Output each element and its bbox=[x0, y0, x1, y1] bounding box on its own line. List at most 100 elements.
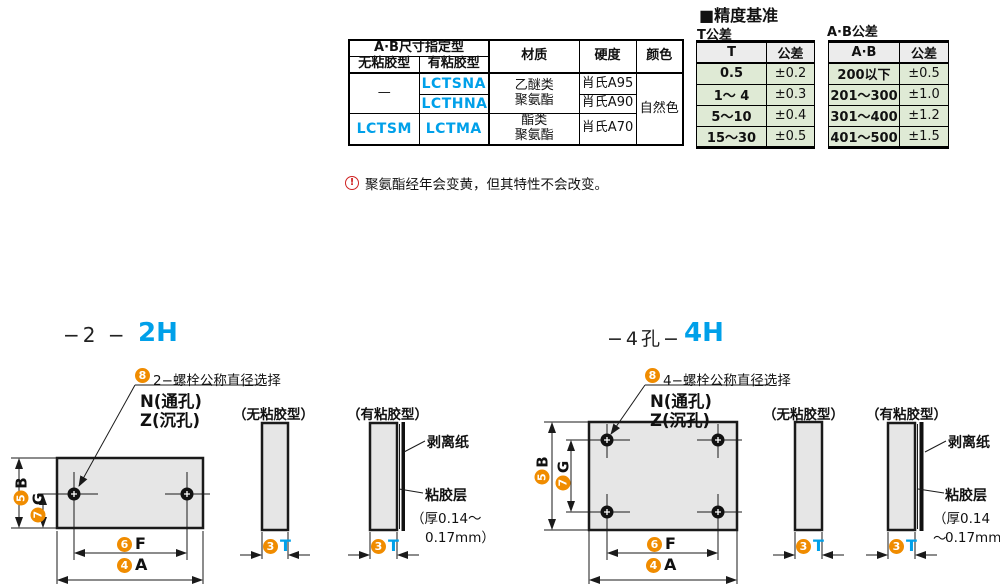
part-number-lctsm: LCTSM bbox=[348, 112, 420, 146]
ab-tol-header: 公差 bbox=[899, 41, 949, 64]
col-hardness: 硬度 bbox=[578, 39, 637, 75]
dim-6-badge: 6 bbox=[647, 537, 662, 552]
thickness-note-line2: 0.17mm） bbox=[425, 530, 495, 546]
dim-4-badge: 4 bbox=[646, 558, 661, 573]
t-range: 0.5 bbox=[696, 62, 767, 85]
adhesive-view-label: （有粘胶型） bbox=[347, 407, 428, 423]
t-value: ±0.3 bbox=[766, 83, 815, 106]
drawing-4h-title-code: 4H bbox=[684, 318, 724, 348]
note-text: 聚氨酯经年会变黄，但其特性不会改变。 bbox=[365, 177, 608, 193]
dim-g-letter: G bbox=[554, 460, 572, 474]
dim-5-badge: 5 bbox=[13, 490, 29, 506]
spec-group-header: A·B尺寸指定型 bbox=[348, 39, 491, 57]
col-no-adhesive: 无粘胶型 bbox=[348, 55, 420, 75]
warning-icon: ! bbox=[345, 176, 359, 190]
cell-dash: — bbox=[348, 72, 420, 114]
dim-3-badge: 3 bbox=[371, 539, 386, 554]
dim-g-letter: G bbox=[29, 492, 47, 506]
t-value: ±0.4 bbox=[766, 104, 815, 127]
sideview-2h-plain bbox=[260, 421, 290, 532]
dim-a-letter: A bbox=[135, 555, 148, 574]
dim-t-letter: T bbox=[813, 536, 824, 555]
ab-range: 301～400 bbox=[828, 104, 900, 127]
dim-f-letter: F bbox=[665, 534, 676, 553]
dim-t-letter: T bbox=[280, 536, 291, 555]
dim-b-letter: B bbox=[533, 456, 551, 468]
dim-3-badge: 3 bbox=[263, 539, 278, 554]
adhesive-view-label: （有粘胶型） bbox=[866, 407, 947, 423]
col-color: 颜色 bbox=[635, 39, 684, 75]
drawing-2h-title-prefix: −2 − bbox=[63, 323, 128, 347]
sideview-4h-adhesive bbox=[886, 421, 917, 532]
t-tolerance-label: T公差 bbox=[697, 28, 732, 43]
bolt-diameter-callout: 2−螺栓公称直径选择 bbox=[153, 373, 281, 389]
t-tolerance-table: T 公差 0.5 ±0.2 1～ 4 ±0.3 5～10 ±0.4 15～30 … bbox=[696, 40, 815, 149]
adhesive-layer-label: 粘胶层 bbox=[945, 488, 987, 504]
ab-value: ±1.5 bbox=[899, 125, 949, 148]
dim-5-badge: 5 bbox=[534, 469, 550, 485]
dim-7-badge: 7 bbox=[30, 507, 46, 523]
ab-col-header: A·B bbox=[828, 41, 900, 64]
table-row: 200以下 ±0.5 bbox=[828, 62, 949, 85]
release-paper-label: 剥离纸 bbox=[948, 435, 990, 451]
release-paper-layer-4h bbox=[919, 422, 924, 531]
sideview-2h-adhesive bbox=[368, 421, 399, 532]
part-number-lctsna: LCTSNA bbox=[418, 72, 491, 95]
thickness-note-line2: 0.17mm） bbox=[945, 530, 1000, 546]
through-hole-option: N(通孔) bbox=[140, 392, 202, 411]
table-row: 15～30 ±0.5 bbox=[696, 125, 815, 148]
drawing-4h-lines bbox=[544, 384, 947, 584]
drawing-2h-lines bbox=[11, 384, 426, 584]
release-paper-layer-2h bbox=[401, 422, 405, 531]
yellowing-note: ! 聚氨酯经年会变黄，但其特性不会改变。 bbox=[345, 173, 608, 193]
dim-g-label: 7 G bbox=[554, 460, 572, 492]
ab-value: ±1.0 bbox=[899, 83, 949, 106]
col-adhesive: 有粘胶型 bbox=[418, 55, 491, 75]
dim-3-badge: 3 bbox=[796, 539, 811, 554]
part-number-lctma: LCTMA bbox=[418, 112, 491, 146]
t-range: 1～ 4 bbox=[696, 83, 767, 106]
callout-8-badge: 8 bbox=[135, 368, 150, 383]
t-tol-header: 公差 bbox=[766, 41, 815, 64]
dim-3-badge: 3 bbox=[889, 539, 904, 554]
cell-color-natural: 自然色 bbox=[635, 72, 684, 146]
sideview-4h-plain bbox=[793, 420, 824, 532]
dim-7-badge: 7 bbox=[555, 475, 571, 491]
cell-hardness-a95: 肖氏A95 bbox=[578, 72, 637, 95]
counterbore-option: Z(沉孔) bbox=[650, 411, 711, 430]
table-row: 0.5 ±0.2 bbox=[696, 62, 815, 85]
col-material: 材质 bbox=[488, 39, 580, 75]
dim-b-label: 5 B bbox=[533, 455, 551, 487]
dim-f-letter: F bbox=[135, 534, 146, 553]
t-value: ±0.5 bbox=[766, 125, 815, 148]
drawing-4h-title-prefix: −4孔− bbox=[607, 328, 682, 350]
material-spec-table: A·B尺寸指定型 材质 硬度 颜色 无粘胶型 有粘胶型 — LCTSNA 乙醚类… bbox=[348, 39, 685, 146]
callout-8-badge: 8 bbox=[645, 368, 660, 383]
release-paper-label: 剥离纸 bbox=[427, 435, 469, 451]
ab-range: 201～300 bbox=[828, 83, 900, 106]
table-row: 201～300 ±1.0 bbox=[828, 83, 949, 106]
cell-hardness-a90: 肖氏A90 bbox=[578, 93, 637, 114]
dim-4-badge: 4 bbox=[117, 558, 132, 573]
ab-value: ±0.5 bbox=[899, 62, 949, 85]
t-range: 15～30 bbox=[696, 125, 767, 148]
thickness-note-line1: （厚0.14～ bbox=[411, 511, 482, 527]
ab-range: 200以下 bbox=[828, 62, 900, 85]
dim-6-badge: 6 bbox=[117, 537, 132, 552]
dim-a-letter: A bbox=[664, 555, 677, 574]
table-row: 301～400 ±1.2 bbox=[828, 104, 949, 127]
cell-material-ester: 酯类 聚氨酯 bbox=[488, 112, 580, 146]
t-range: 5～10 bbox=[696, 104, 767, 127]
t-value: ±0.2 bbox=[766, 62, 815, 85]
accuracy-heading: ■精度基准 bbox=[699, 6, 779, 25]
part-number-lcthna: LCTHNA bbox=[418, 93, 491, 114]
adhesive-layer-label: 粘胶层 bbox=[425, 488, 467, 504]
plate-2h bbox=[55, 456, 205, 530]
bolt-diameter-callout: 4−螺栓公称直径选择 bbox=[663, 373, 791, 389]
cell-hardness-a70: 肖氏A70 bbox=[578, 112, 637, 146]
thickness-note-line1: （厚0.14～ bbox=[933, 511, 991, 547]
table-row: 5～10 ±0.4 bbox=[696, 104, 815, 127]
t-col-header: T bbox=[696, 41, 767, 64]
table-row: 401～500 ±1.5 bbox=[828, 125, 949, 148]
